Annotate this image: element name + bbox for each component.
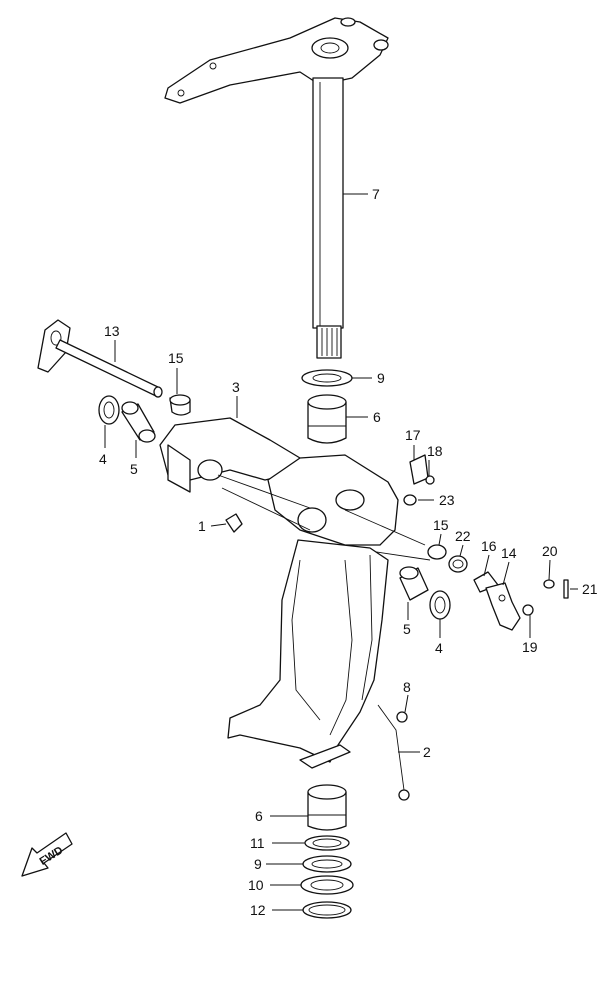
callout-4-right: 4	[435, 640, 443, 656]
bolt-1	[225, 513, 243, 533]
callout-17: 17	[405, 427, 421, 443]
ring-12	[302, 901, 352, 919]
swivel-bracket	[159, 417, 431, 561]
nut-19	[522, 604, 534, 616]
leader-lines	[104, 193, 578, 911]
callout-5-left: 5	[130, 461, 138, 477]
washer-9-lower	[302, 855, 352, 873]
washer-20	[543, 579, 555, 589]
callout-9-upper: 9	[377, 370, 385, 386]
callout-15-upper: 15	[168, 350, 184, 366]
callout-2: 2	[423, 744, 431, 760]
callout-labels: 7 13 15 3 9 6 4 5 17 18 23 1 15 22 16 14…	[99, 186, 598, 918]
callout-19: 19	[522, 639, 538, 655]
washer-right	[429, 590, 451, 620]
callout-4-left: 4	[99, 451, 107, 467]
callout-5-right: 5	[403, 621, 411, 637]
clip-23	[403, 494, 417, 506]
washer-left	[98, 395, 120, 425]
fwd-arrow-icon: FWD	[21, 832, 73, 877]
callout-18: 18	[427, 443, 443, 459]
bushing-left	[121, 401, 156, 443]
callout-22: 22	[455, 528, 471, 544]
bracket-17	[409, 454, 429, 485]
callout-6-upper: 6	[373, 409, 381, 425]
callout-12: 12	[250, 902, 266, 918]
spring-22	[448, 555, 468, 573]
callout-23: 23	[439, 492, 455, 508]
ground-wire	[377, 704, 410, 801]
pin-21	[563, 579, 569, 599]
bushing-upper	[307, 394, 347, 444]
callout-20: 20	[542, 543, 558, 559]
tilt-pin	[37, 319, 163, 398]
callout-10: 10	[248, 877, 264, 893]
callout-16: 16	[481, 538, 497, 554]
callout-13: 13	[104, 323, 120, 339]
callout-14: 14	[501, 545, 517, 561]
callout-21: 21	[582, 581, 598, 597]
callout-3: 3	[232, 379, 240, 395]
callout-11: 11	[250, 835, 265, 851]
steering-arm	[164, 17, 389, 104]
washer-11	[304, 835, 350, 851]
steering-shaft	[312, 77, 344, 359]
plate-14	[485, 582, 521, 631]
screw-18	[425, 475, 435, 485]
clamp-bracket	[227, 539, 389, 769]
bushing-15-lower	[427, 544, 447, 560]
bushing-lower	[307, 784, 347, 831]
callout-7: 7	[372, 186, 380, 202]
callout-1: 1	[198, 518, 206, 534]
callout-9-lower: 9	[254, 856, 262, 872]
washer-upper	[301, 369, 353, 387]
callout-15-lower: 15	[433, 517, 449, 533]
callout-8: 8	[403, 679, 411, 695]
bushing-right	[399, 566, 429, 601]
washer-10	[300, 875, 354, 895]
bushing-15-upper	[169, 394, 191, 416]
callout-6-lower: 6	[255, 808, 263, 824]
